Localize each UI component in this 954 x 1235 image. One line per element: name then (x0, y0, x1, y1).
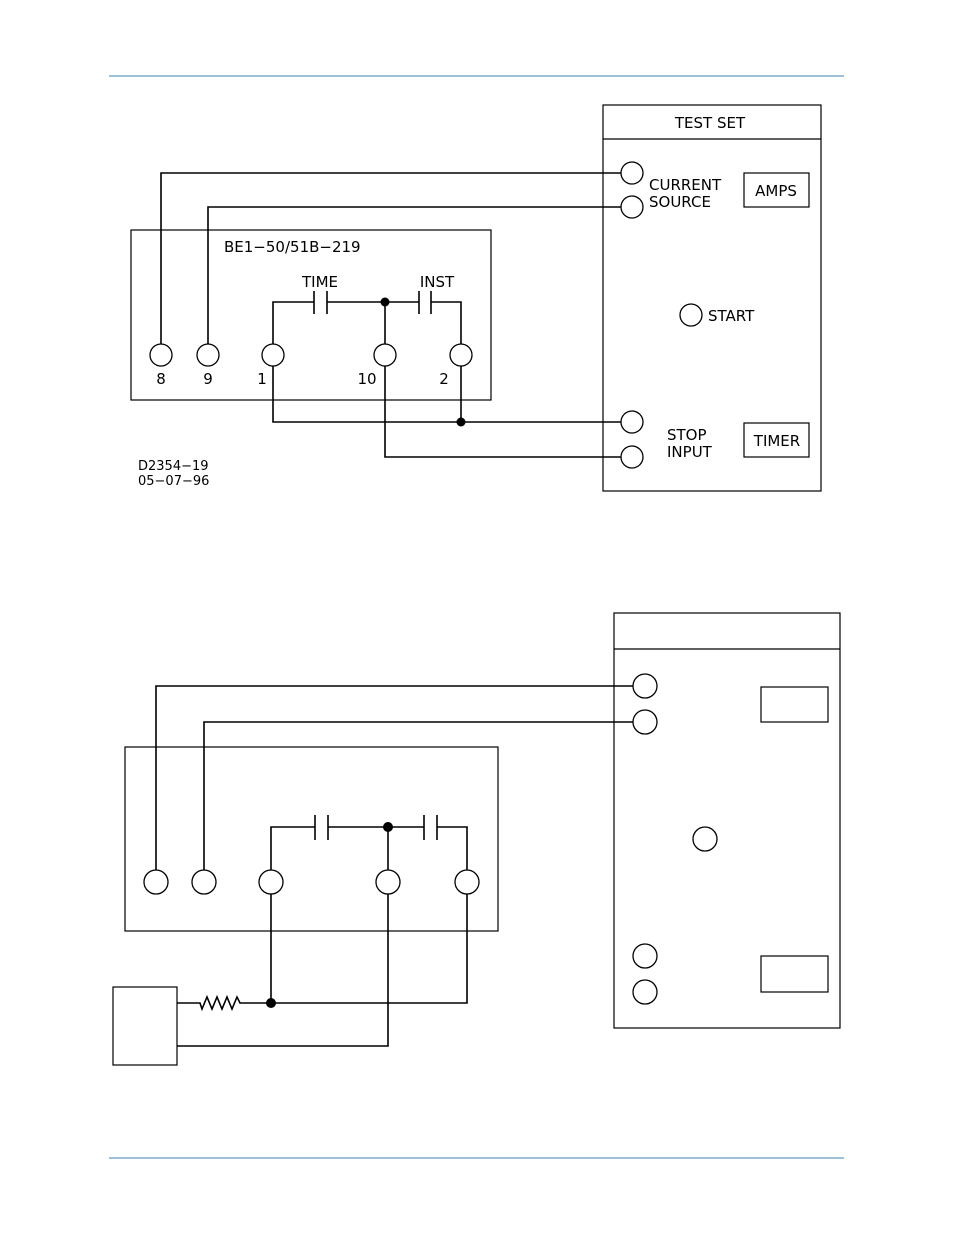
relay-terminal-1 (261, 343, 285, 367)
meter-box-top-2 (760, 686, 829, 723)
timer-label: TIMER (753, 432, 800, 450)
inst-contact-label: INST (420, 273, 455, 291)
amps-meter-box (743, 172, 810, 208)
timer-box (743, 422, 810, 458)
terminal-label-2: 2 (439, 370, 449, 388)
wire-a-to-source-2 (155, 685, 633, 870)
relay-terminal-c-2 (258, 869, 284, 895)
contact-wire-left-2 (270, 826, 315, 870)
contact-wire-left (272, 301, 314, 344)
current-source-terminal-2b (632, 709, 658, 735)
terminal-label-10: 10 (357, 370, 376, 388)
amps-label: AMPS (755, 182, 797, 200)
drawing-number: D2354−19 (138, 459, 209, 474)
test-set-box-2 (613, 612, 841, 1029)
terminal-label-1: 1 (257, 370, 267, 388)
stop-input-terminal-1 (620, 410, 644, 434)
relay-terminal-10 (373, 343, 397, 367)
contact-wire-right-2 (437, 826, 468, 870)
current-source-terminal-2 (620, 195, 644, 219)
contact-wire-right (431, 301, 462, 344)
wire-8-to-current-source (160, 172, 621, 344)
relay-terminal-a-2 (143, 869, 169, 895)
current-source-terminal-1 (620, 161, 644, 185)
stop-junction-dot (456, 417, 466, 427)
test-set-title: TEST SET (674, 114, 746, 132)
test-set-box (602, 104, 822, 492)
wire-b-to-source-2 (203, 721, 633, 870)
wire-1-to-stop-input (272, 366, 621, 423)
top-diagram: TEST SET CURRENT SOURCE AMPS START STOP … (130, 104, 822, 492)
relay-terminal-e-2 (454, 869, 480, 895)
relay-terminal-8 (149, 343, 173, 367)
wire-10-to-stop-input (384, 366, 621, 458)
relay-terminal-d-2 (375, 869, 401, 895)
common-junction-dot-2 (383, 822, 393, 832)
stop-input-label-line1: STOP (667, 426, 707, 444)
stop-input-terminal-2 (620, 445, 644, 469)
relay-terminal-2 (449, 343, 473, 367)
stop-input-terminal-1b (632, 943, 658, 969)
current-source-label-line2: SOURCE (649, 193, 711, 211)
wire-e-to-junction-2 (271, 894, 468, 1004)
bottom-rule (109, 1157, 844, 1159)
common-junction-dot (380, 297, 390, 307)
stop-input-label-line2: INPUT (667, 443, 713, 461)
start-terminal (679, 303, 703, 327)
current-source-terminal-1b (632, 673, 658, 699)
start-terminal-2 (692, 826, 718, 852)
wire-9-to-current-source (207, 206, 621, 344)
drawing-date: 05−07−96 (138, 474, 209, 489)
time-contact-label: TIME (301, 273, 338, 291)
relay-terminal-b-2 (191, 869, 217, 895)
current-source-label-line1: CURRENT (649, 176, 722, 194)
relay-model-label: BE1−50/51B−219 (224, 238, 361, 256)
relay-box-2 (124, 746, 499, 932)
terminal-label-8: 8 (156, 370, 166, 388)
terminal-label-9: 9 (203, 370, 213, 388)
meter-box-bottom-2 (760, 955, 829, 993)
relay-box (130, 229, 492, 401)
start-label: START (708, 307, 755, 325)
relay-terminal-9 (196, 343, 220, 367)
top-rule (109, 75, 844, 77)
wire-d-to-source-box-2 (177, 894, 389, 1047)
resistor-symbol (177, 994, 271, 1012)
source-box (112, 986, 178, 1066)
stop-input-terminal-2b (632, 979, 658, 1005)
bottom-diagram (112, 612, 841, 1066)
